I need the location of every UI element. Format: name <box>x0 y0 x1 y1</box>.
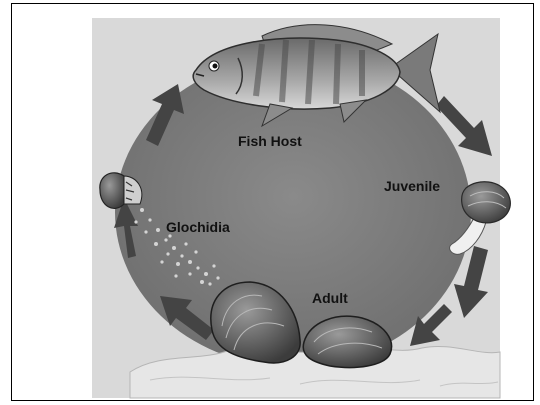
label-glochidia: Glochidia <box>166 219 230 235</box>
label-juvenile: Juvenile <box>384 178 440 194</box>
label-adult: Adult <box>312 290 348 306</box>
label-fish-host: Fish Host <box>238 133 302 149</box>
